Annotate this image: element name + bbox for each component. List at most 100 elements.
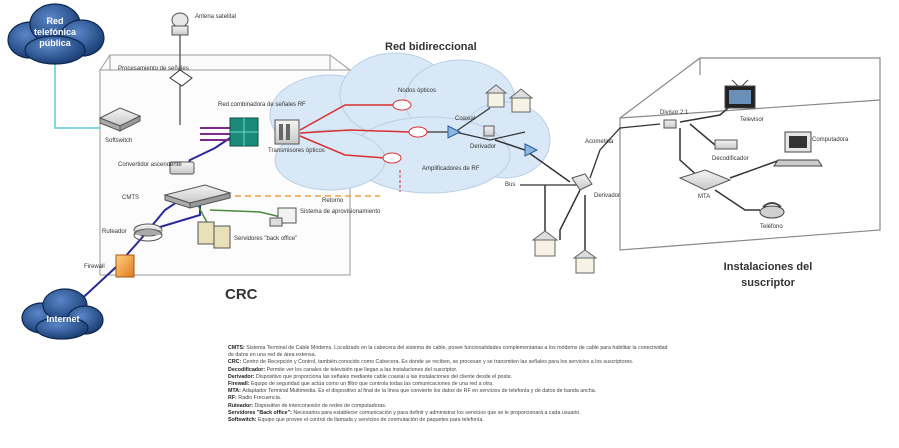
mta-label: MTA xyxy=(698,194,710,200)
glossary-term: Derivador: xyxy=(228,373,256,380)
acometida-label: Acometida xyxy=(585,139,614,145)
glossary-definition: Sistema Terminal de Cable Módems. Locali… xyxy=(246,345,668,351)
optical-node-top xyxy=(392,99,412,111)
satellite-antenna xyxy=(171,12,189,36)
internet-cloud-label: Internet xyxy=(46,314,79,324)
firewall-label: Firewall xyxy=(84,264,105,270)
pstn-cloud-label-1: Red xyxy=(46,16,63,26)
rf-combiner xyxy=(229,117,259,147)
rf-amplifier-2 xyxy=(524,143,539,157)
glossary-term: CMTS: xyxy=(228,345,247,351)
cmts-label: CMTS xyxy=(122,195,139,201)
subscriber-title-2: suscriptor xyxy=(741,277,796,289)
glossary-entry: Decodificador: Permite ver los canales d… xyxy=(228,367,888,374)
phone-label: Teléfono xyxy=(760,224,783,230)
decoder-device xyxy=(714,139,738,150)
return-label: Retorno xyxy=(322,198,344,204)
pstn-cloud-label-2: telefónica xyxy=(34,27,77,37)
computer-icon xyxy=(773,131,823,167)
phone-icon xyxy=(759,202,785,219)
glossary-definition: Equipo de seguridad que actúa como un fi… xyxy=(250,381,494,388)
glossary-definition: de datos en una red de área extensa. xyxy=(228,352,317,359)
glossary-definition: Dispositivo de interconexión de redes de… xyxy=(254,402,387,409)
glossary-term: Firewall: xyxy=(228,381,251,388)
provisioning-link xyxy=(209,209,286,219)
converter-label: Convertidor ascendente xyxy=(118,162,182,168)
acometida-line xyxy=(589,123,661,179)
glossary-definition: Adaptador Terminal Multimedia. Es el dis… xyxy=(242,388,597,395)
derivador-label: Derivador xyxy=(470,144,496,150)
house-link-pc xyxy=(729,159,781,179)
drop-2 xyxy=(559,189,581,240)
glossary-term: CRC: xyxy=(228,359,243,366)
glossary-term: Decodificador: xyxy=(228,366,267,373)
decoder-label: Decodificador xyxy=(712,156,749,162)
glossary-entry: de datos en una red de área extensa. xyxy=(228,352,888,359)
house-link-mta xyxy=(679,128,701,179)
glossary-definition: Radio Frecuencia. xyxy=(238,395,282,402)
subscriber-title-1: Instalaciones del xyxy=(724,261,813,273)
computer-label: Computadora xyxy=(812,137,849,143)
tap-in-cloud xyxy=(483,125,495,137)
glossary-entry: MTA: Adaptador Terminal Multimedia. Es e… xyxy=(228,388,888,395)
antenna-label: Antena satelital xyxy=(195,14,236,20)
glossary-entry: RF: Radio Frecuencia. xyxy=(228,395,888,402)
nodes-label: Nodos ópticos xyxy=(398,88,436,94)
glossary-definition: Centro de Recepción y Control, también c… xyxy=(242,359,634,366)
glossary: CMTS: Sistema Terminal de Cable Módems. … xyxy=(228,345,888,424)
glossary-term: MTA: xyxy=(228,388,243,395)
pstn-cloud xyxy=(7,3,105,65)
glossary-entry: CMTS: Sistema Terminal de Cable Módems. … xyxy=(228,345,888,352)
splitter-device xyxy=(663,119,677,129)
transmitters-label: Transmisores ópticos xyxy=(268,148,325,154)
glossary-entry: Ruteador: Dispositivo de interconexión d… xyxy=(228,403,888,410)
glossary-entry: CRC: Centro de Recepción y Control, tamb… xyxy=(228,359,888,366)
backoffice-servers xyxy=(197,221,231,249)
router-device xyxy=(133,223,163,242)
rf-amplifier-1 xyxy=(447,125,462,139)
internet-cloud xyxy=(21,288,104,340)
house-icon-4 xyxy=(572,249,598,274)
television-icon xyxy=(724,79,756,109)
optical-link-3 xyxy=(299,135,386,159)
glossary-entry: Servidores "Back office": Necesarios par… xyxy=(228,410,888,417)
upconverter-device xyxy=(169,161,195,175)
coax-2 xyxy=(454,131,526,141)
glossary-entry: Softswitch: Equipo que provee el control… xyxy=(228,417,888,424)
cmts-device xyxy=(163,184,232,209)
bus-label: Bus xyxy=(505,182,515,188)
optical-node-mid xyxy=(408,126,428,138)
tv-label: Televisor xyxy=(740,117,764,123)
mta-device xyxy=(678,169,732,191)
processing-label: Procesamiento de señales xyxy=(118,66,189,72)
glossary-entry: Firewall: Equipo de seguridad que actúa … xyxy=(228,381,888,388)
crc-title: CRC xyxy=(225,286,258,303)
pstn-link xyxy=(54,55,100,129)
glossary-term: RF: xyxy=(228,395,239,402)
derivador2-label: Derivador xyxy=(594,193,620,199)
provisioning-label: Sistema de aprovisionamiento xyxy=(300,209,381,215)
optical-node-bottom xyxy=(382,152,402,164)
glossary-definition: Dispositivo que proporciona las señales … xyxy=(255,373,513,380)
pstn-cloud-label-3: pública xyxy=(39,38,71,48)
house-link-deco xyxy=(689,123,716,146)
house-icon-2 xyxy=(508,88,534,113)
softswitch-device xyxy=(98,107,142,132)
servers-label: Servidores "back office" xyxy=(234,236,297,242)
house-icon-1 xyxy=(484,84,508,108)
glossary-term: Softswitch: xyxy=(228,417,259,424)
optical-transmitters xyxy=(274,119,300,145)
router-label: Ruteador xyxy=(102,229,127,235)
optical-link-1 xyxy=(299,104,395,131)
softswitch-label: Softswitch xyxy=(105,138,132,144)
glossary-definition: Necesarios para establecer comunicación … xyxy=(293,409,581,416)
subscriber-house xyxy=(619,57,881,251)
combiner-label: Red combinadora de señales RF xyxy=(218,102,306,108)
amplifiers-label: Amplificadores de RF xyxy=(422,166,480,172)
firewall-device xyxy=(115,254,135,278)
pole-tap xyxy=(571,173,593,191)
red-bidireccional-title: Red bidireccional xyxy=(385,41,477,53)
glossary-term: Ruteador: xyxy=(228,402,255,409)
links xyxy=(54,35,781,306)
